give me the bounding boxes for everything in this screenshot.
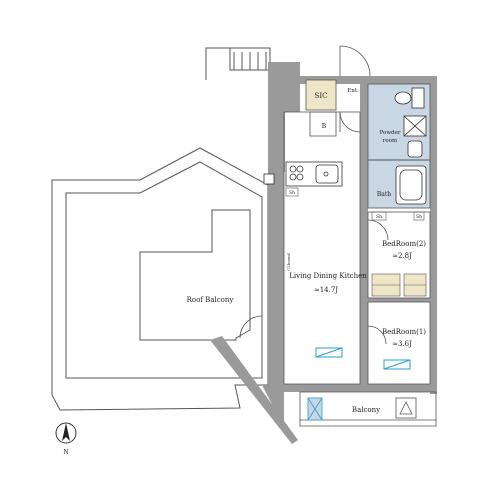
label-sh-3: Sh: [416, 214, 422, 220]
label-fridge: Cl.board: [286, 253, 291, 271]
label-roof-balcony: Roof Balcony: [187, 296, 234, 304]
label-powder-2: room: [383, 138, 398, 144]
label-sh-2: Sh: [376, 214, 382, 220]
bedroom-1: [367, 301, 431, 385]
label-bed2-size: ≈2.8J: [392, 252, 412, 260]
balcony-area: [299, 391, 437, 427]
label-ldk-size: ≈14.7J: [314, 286, 338, 294]
closet: [371, 273, 427, 297]
window-markers: [315, 347, 411, 370]
walls: [210, 62, 437, 444]
shoe-box: [309, 111, 337, 137]
label-balcony: Balcony: [352, 406, 380, 414]
entrance-door: [339, 45, 371, 133]
kitchen-counter: [263, 161, 343, 187]
label-powder-1: Powder: [380, 130, 401, 136]
top-railing: [205, 47, 271, 80]
bathtub-icon: [395, 165, 427, 205]
compass-label: N: [63, 449, 68, 456]
washer-pan-icon: [403, 115, 427, 137]
label-bath: Bath: [377, 191, 391, 198]
label-bed1-size: ≈3.6J: [392, 340, 412, 348]
vanity-sink-icon: [407, 140, 423, 158]
label-b: B: [322, 123, 327, 130]
label-ldk-name: Living Dining Kitchen: [289, 272, 367, 280]
label-sic: SIC: [315, 92, 328, 100]
label-sh-1: Sh: [289, 190, 295, 196]
bedroom-doors: [367, 219, 389, 345]
bedroom-2: [367, 211, 431, 299]
label-bed2-name: BedRoom(2): [382, 240, 426, 248]
label-ent: Ent.: [347, 88, 359, 94]
compass-icon: [55, 422, 77, 444]
roof-door: [239, 315, 263, 339]
label-bed1-name: BedRoom(1): [382, 328, 426, 336]
ldk-room: [283, 111, 361, 385]
sic-room: [305, 79, 337, 111]
toilet-icon: [394, 87, 425, 109]
